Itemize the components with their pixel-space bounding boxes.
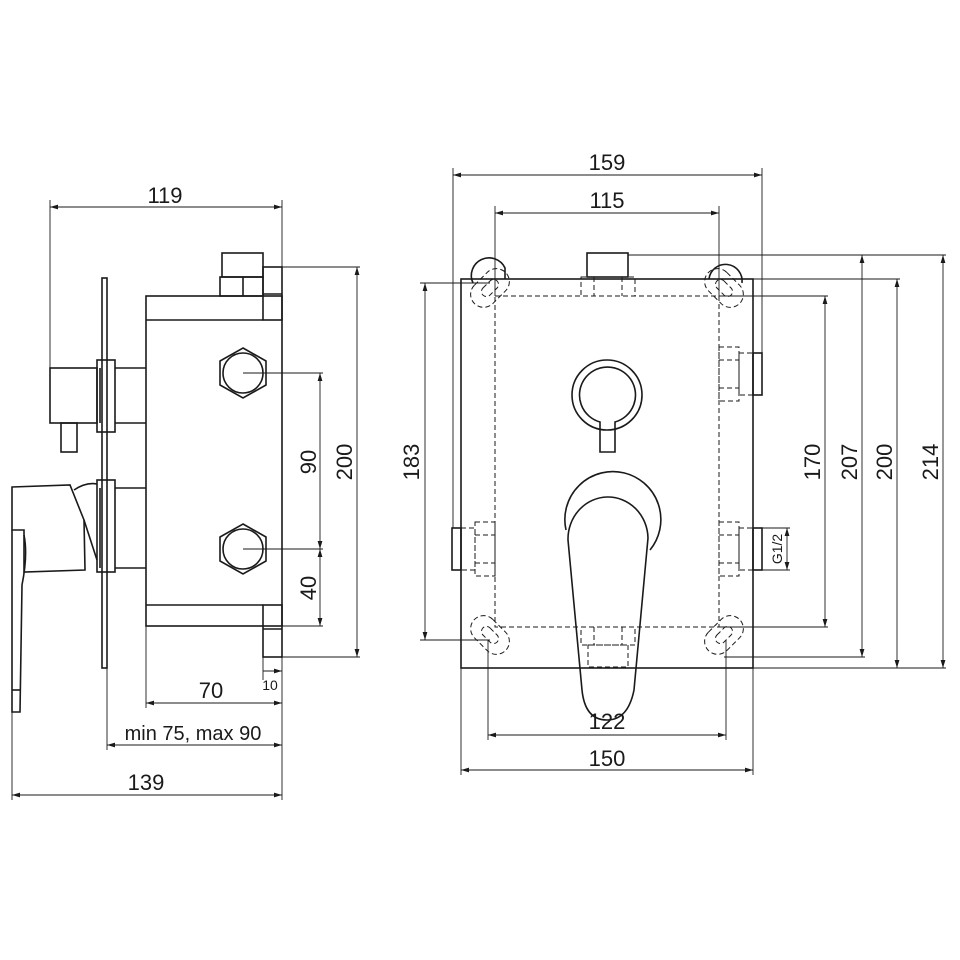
dim-170-label: 170	[800, 444, 825, 481]
dim-183-label: 183	[399, 444, 424, 481]
dim-200-front-label: 200	[872, 444, 897, 481]
front-view: 159 115 183 170 207 200 214 122 150 G1/2	[399, 150, 946, 775]
dim-214-label: 214	[918, 444, 943, 481]
dim-70-label: 70	[199, 678, 223, 703]
valve-body	[145, 252, 283, 658]
dim-119-label: 119	[147, 183, 182, 208]
diverter-knob-front	[571, 359, 643, 453]
diverter-knob	[49, 359, 146, 453]
side-dimensions	[11, 200, 360, 800]
right-fitting-upper	[752, 352, 763, 396]
dim-200-label: 200	[332, 444, 357, 481]
thread-label: G1/2	[769, 534, 785, 565]
dim-10-label: 10	[262, 677, 278, 693]
dim-150-label: 150	[589, 746, 626, 771]
dim-159-label: 159	[589, 150, 626, 175]
dim-139-label: 139	[128, 770, 165, 795]
cover-plate-front	[460, 278, 754, 669]
side-view: 119 200 90 40 70 10 min 75, max 90 139	[11, 183, 360, 800]
dim-90-label: 90	[296, 450, 321, 474]
mounting-lugs	[470, 257, 744, 655]
front-dimensions	[420, 168, 946, 775]
dim-122-label: 122	[589, 709, 626, 734]
dim-115-label: 115	[589, 188, 624, 213]
mixer-lever	[11, 479, 146, 713]
dim-40-label: 40	[296, 576, 321, 600]
right-fitting-lower	[752, 527, 763, 571]
mixer-lever-front	[564, 470, 662, 721]
top-fitting	[586, 252, 629, 278]
dim-207-label: 207	[837, 444, 862, 481]
cover-plate	[101, 277, 108, 669]
dim-depth-label: min 75, max 90	[125, 723, 262, 745]
left-fitting	[451, 527, 462, 571]
